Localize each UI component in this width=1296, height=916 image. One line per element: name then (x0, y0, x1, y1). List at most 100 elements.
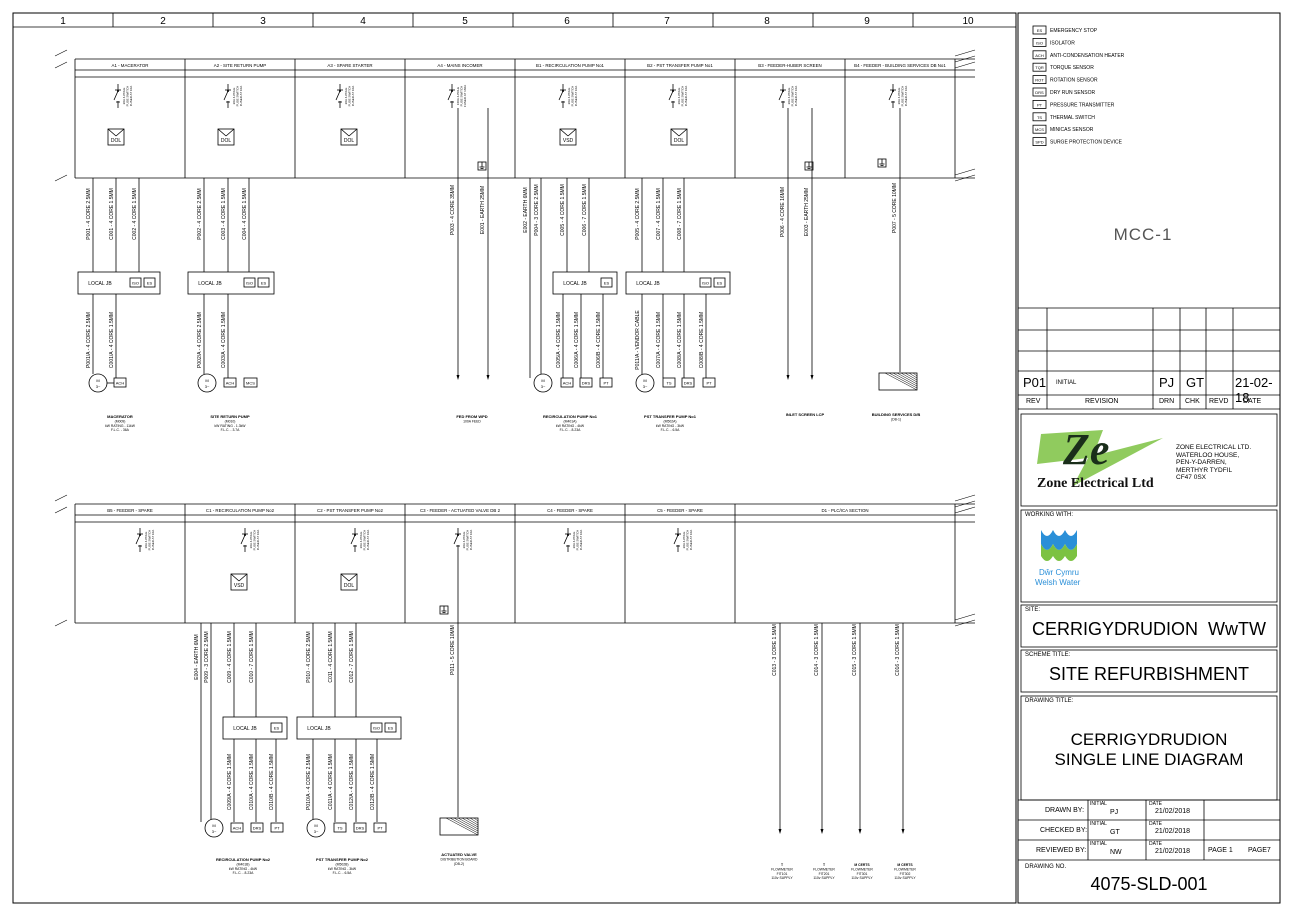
starter-mark (670, 128, 680, 137)
starter-label: VSD (563, 138, 574, 144)
legend-text: PRESSURE TRANSMITTER (1050, 102, 1115, 108)
starter-label: DOL (674, 138, 685, 144)
cable-label: C012/B - 4 CORE 1.5MM (370, 754, 376, 810)
breaker-label: 20A 4-POLE (572, 532, 576, 549)
local-jb-label: LOCAL JB (636, 281, 660, 287)
breaker-dot (451, 90, 453, 92)
cable-label: C012/A - 4 CORE 1.5MM (349, 754, 355, 810)
signoff-block: DRAWN BY: INITIAL PJ DATE 21/02/2018 CHE… (1018, 800, 1280, 860)
address-line: MERTHYR TYDFIL (1176, 466, 1233, 474)
drawing-number-label: DRAWING NO. (1025, 864, 1067, 870)
device-tag-text: ES (717, 281, 723, 286)
device-tag (270, 722, 283, 733)
db-hatch (912, 372, 918, 377)
cable-label: P005 - 4 CORE 2.5MM (635, 188, 641, 239)
breaker-label: FUSED AT 10A (579, 530, 583, 551)
breaker-label: 20A 4-POLE (897, 88, 901, 105)
local-jb (625, 271, 731, 295)
section-header: B1 - RECIRCULATION PUMP No1 (536, 63, 604, 68)
load-caption: 110v SUPPLY (771, 876, 793, 880)
drawing-title-block: DRAWING TITLE: CERRIGYDRUDION SINGLE LIN… (1021, 696, 1277, 800)
site-block: SITE: CERRIGYDRUDION WwTW (1021, 605, 1277, 647)
signoff-row: DRAWN BY: INITIAL PJ DATE 21/02/2018 (1018, 800, 1280, 820)
revision-row: P01 INITIAL PJ GT 21-02-18 (1018, 371, 1280, 405)
cable-label: P003 - 4 CORE 35MM (450, 185, 456, 235)
legend-code: ROT (1035, 78, 1044, 83)
device-tag (333, 822, 347, 833)
logo-text: Ze (1063, 425, 1110, 474)
db-hatch (457, 817, 479, 830)
cable-label: P011/A - VENDOR CABLE (635, 310, 641, 370)
company-logo: Ze Zone Electrical Ltd (1033, 425, 1173, 496)
grid-number: 9 (864, 16, 870, 27)
load-caption: kW RATING - 3kW (656, 424, 685, 428)
legend-code: TQR (1035, 65, 1044, 70)
load-caption: FIT101 (777, 872, 788, 876)
device-tag (699, 277, 712, 288)
breaker-label: FUSED AT 10A (684, 86, 688, 107)
breaker-contact (240, 534, 246, 545)
grid-number: 3 (260, 16, 266, 27)
starter-mark (678, 128, 688, 137)
signoff-initial-label: INITIAL (1090, 801, 1107, 807)
load-caption: kW RATING - 4kW (556, 424, 585, 428)
device-tag (373, 822, 387, 833)
local-jb (222, 716, 288, 740)
legend-code: SPD (1035, 140, 1043, 145)
legend-text: ROTATION SENSOR (1050, 78, 1098, 84)
starter-mark (567, 128, 577, 137)
legend-code: MCS (1035, 127, 1044, 132)
load-caption: (M010) (225, 419, 236, 423)
breaker-label: FUSE SWITCH (126, 86, 130, 107)
legend-code: DRS (1035, 90, 1044, 95)
breaker-label: FUSE SWITCH (686, 530, 690, 551)
legend-code: ACH (1035, 53, 1044, 58)
signoff-role: CHECKED BY: (1040, 827, 1088, 834)
db-hatch (908, 372, 918, 379)
cable-label: C008/B - 4 CORE 1.5MM (699, 312, 705, 368)
device-tag-text: TS (666, 381, 671, 386)
load-caption: F.L.C. - 8.23A (233, 871, 254, 875)
breaker-contact (350, 534, 356, 545)
motor-letter: M (314, 823, 317, 828)
starter-label: DOL (221, 138, 232, 144)
load-caption: PST TRANSFER PUMP No1 (644, 414, 697, 419)
breaker-label: 20A 4-POLE (122, 88, 126, 105)
working-with-label: WORKING WITH: (1025, 512, 1073, 518)
section-header: A2 - SITE RETURN PUMP (214, 63, 267, 68)
device-tag (579, 377, 593, 388)
welsh-water-logo-icon (1041, 530, 1077, 561)
db-symbol (878, 372, 918, 391)
breaker-label: FUSE SWITCH (576, 530, 580, 551)
bus-break (954, 168, 976, 176)
breaker-contact (668, 90, 674, 101)
breaker-label: FUSED AT 10A (689, 530, 693, 551)
db-hatch (461, 817, 479, 828)
legend-text: ISOLATOR (1050, 40, 1075, 46)
breaker-label: 20A 4-POLE (232, 88, 236, 105)
device-tag-text: PT (274, 826, 280, 831)
cable-label: C012 - 7 CORE 1.5MM (349, 631, 355, 683)
bus-break (954, 500, 976, 508)
legend-code: PT (1037, 102, 1043, 107)
breaker-contact (558, 90, 564, 101)
grid-number: 7 (664, 16, 670, 27)
breaker-label: FUSED AT 10A (151, 530, 155, 551)
cable-label: P006 - 4 CORE 16MM (780, 187, 786, 237)
device-tag (143, 277, 156, 288)
starter-mark (348, 573, 358, 582)
device-tag-text: ACH (563, 381, 572, 386)
legend-code-box (1032, 62, 1047, 72)
drawing-title-line2: SINGLE LINE DIAGRAM (1054, 750, 1244, 769)
breaker-label: FUSED AT 10A (794, 86, 798, 107)
device-tag-text: ES (604, 281, 610, 286)
signoff-initial: GT (1110, 829, 1120, 836)
breaker-label: FUSE SWITCH (348, 86, 352, 107)
cable-label: C007/A - 4 CORE 1.5MM (656, 312, 662, 368)
breaker-dot (892, 90, 894, 92)
bus-break (54, 494, 68, 502)
title-frame-border (1017, 12, 1281, 904)
db-hatch (904, 372, 918, 381)
db-hatch (473, 817, 479, 822)
section-header: C3 - FEEDER - ACTUATED VALVE DB 2 (420, 508, 501, 513)
